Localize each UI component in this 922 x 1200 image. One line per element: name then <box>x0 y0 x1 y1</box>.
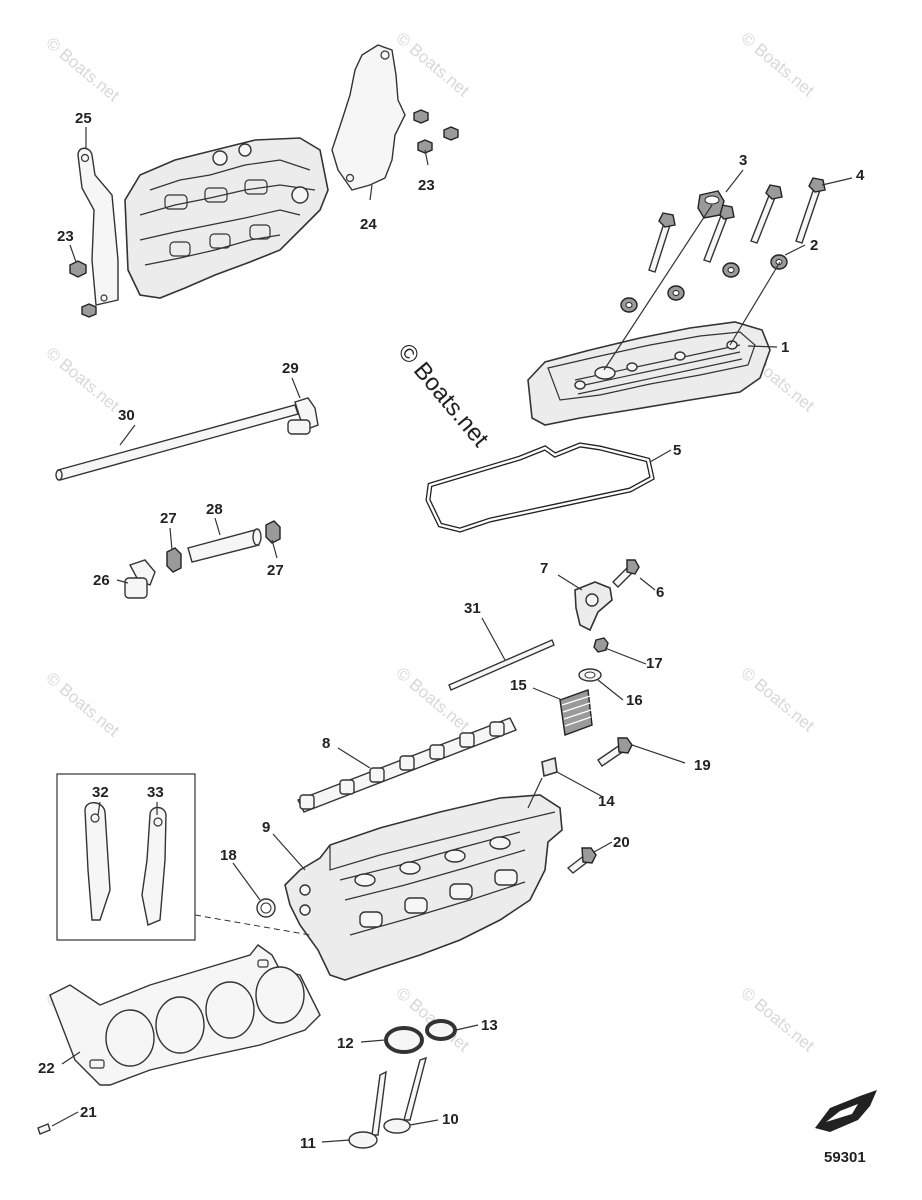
part-8-rail <box>297 717 517 813</box>
part-4-bolts <box>648 177 826 273</box>
callout-32: 32 <box>92 784 109 801</box>
callout-26: 26 <box>93 572 110 589</box>
callout-12: 12 <box>337 1035 354 1052</box>
part-10-valve <box>383 1056 427 1134</box>
center-watermark: © Boats.net <box>392 339 494 453</box>
part-26-elbow <box>124 559 156 599</box>
callout-1: 1 <box>781 339 789 356</box>
part-24-bracket <box>331 44 406 191</box>
callout-21: 21 <box>80 1104 97 1121</box>
part-19-bolt <box>597 737 633 767</box>
part-2-grommets <box>620 254 788 313</box>
intake-manifold <box>124 137 329 299</box>
part-20-bolt <box>566 847 597 874</box>
part-28-hose <box>187 528 262 563</box>
part-18-seal-ring <box>256 898 276 918</box>
watermark-text: © Boats.net <box>737 29 818 101</box>
diagram-number: 59301 <box>824 1149 866 1166</box>
callout-8: 8 <box>322 735 330 752</box>
leader-lines <box>51 127 853 1143</box>
part-13-seal <box>425 1019 457 1041</box>
part-25-bracket <box>77 147 119 306</box>
part-17-retainer <box>593 637 609 653</box>
inset-box <box>56 773 196 941</box>
watermark-text: © Boats.net <box>42 669 123 741</box>
watermark-text: © Boats.net <box>42 34 123 106</box>
callout-20: 20 <box>613 834 630 851</box>
inset-dashed-leader <box>194 914 311 936</box>
part-27-clamp <box>166 520 281 573</box>
part-30-tube <box>55 404 299 481</box>
part-5-gasket <box>425 442 655 533</box>
part-31-pushrod <box>448 639 555 691</box>
callout-29: 29 <box>282 360 299 377</box>
callout-9: 9 <box>262 819 270 836</box>
callout-25: 25 <box>75 110 92 127</box>
callout-27-left: 27 <box>160 510 177 527</box>
callout-5: 5 <box>673 442 681 459</box>
callout-19: 19 <box>694 757 711 774</box>
callout-30: 30 <box>118 407 135 424</box>
callout-15: 15 <box>510 677 527 694</box>
part-14-lifter <box>541 756 558 778</box>
callout-11: 11 <box>300 1135 316 1152</box>
callout-16: 16 <box>626 692 643 709</box>
watermark-text: © Boats.net <box>392 29 473 101</box>
callout-22: 22 <box>38 1060 55 1077</box>
callout-18: 18 <box>220 847 237 864</box>
part-22-head-gasket <box>49 944 321 1086</box>
watermark-text: © Boats.net <box>737 664 818 736</box>
callout-28: 28 <box>206 501 223 518</box>
part-23-nut <box>413 109 459 154</box>
callout-27-right: 27 <box>267 562 284 579</box>
part-23-nut <box>69 260 97 318</box>
part-7-rocker-arm <box>574 581 613 632</box>
part-1-rocker-cover <box>527 321 771 426</box>
callout-2: 2 <box>810 237 818 254</box>
callout-17: 17 <box>646 655 663 672</box>
callout-4: 4 <box>856 167 865 184</box>
part-15-spring <box>559 689 593 736</box>
callout-24: 24 <box>360 216 377 233</box>
callout-6: 6 <box>656 584 664 601</box>
part-29-elbow <box>287 397 319 435</box>
watermark-text: © Boats.net <box>392 664 473 736</box>
callout-31: 31 <box>464 600 481 617</box>
callout-33: 33 <box>147 784 164 801</box>
boat-icon <box>815 1090 877 1132</box>
part-16-seal <box>578 668 602 682</box>
callout-7: 7 <box>540 560 548 577</box>
watermark-text: © Boats.net <box>737 984 818 1056</box>
callout-labels: 1 2 3 4 5 6 7 8 9 10 11 12 13 14 15 16 1… <box>38 110 865 1152</box>
part-12-seal <box>384 1026 424 1054</box>
callout-13: 13 <box>481 1017 498 1034</box>
watermark-text: © Boats.net <box>42 344 123 416</box>
part-6-bolt <box>612 559 640 588</box>
callout-14: 14 <box>598 793 615 810</box>
callout-23-left: 23 <box>57 228 74 245</box>
part-21-pin <box>37 1123 51 1135</box>
callout-10: 10 <box>442 1111 459 1128</box>
callout-23-top: 23 <box>418 177 435 194</box>
part-11-valve <box>348 1070 387 1149</box>
callout-3: 3 <box>739 152 747 169</box>
part-3-grommet <box>697 190 725 219</box>
part-9-cylinder-head <box>284 794 563 981</box>
